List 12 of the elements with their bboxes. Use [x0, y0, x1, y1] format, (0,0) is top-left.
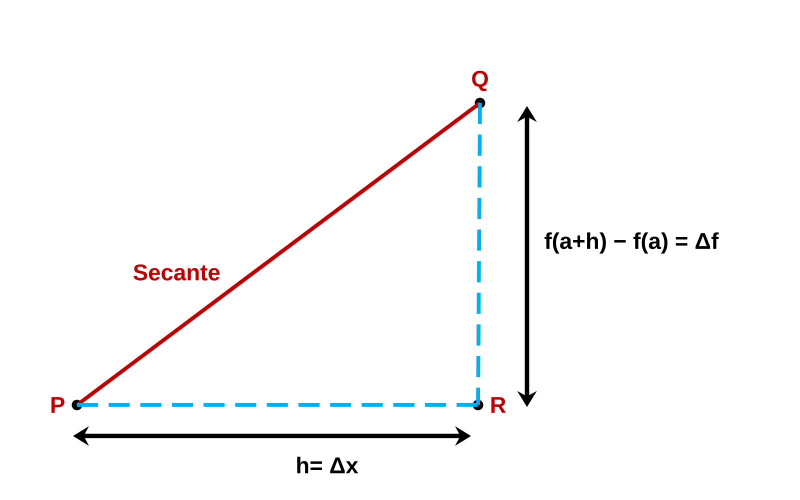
point: Q [472, 70, 488, 108]
node-label: P [51, 397, 64, 413]
point: R [472, 397, 506, 413]
edge-label: Secante [133, 264, 220, 280]
node-label: Q [472, 70, 488, 92]
line [76, 101, 482, 407]
line [77, 403, 478, 407]
point: P [51, 397, 82, 413]
dimension-label: f(a+h) − f(a) = Δf [544, 232, 719, 254]
line [476, 102, 482, 405]
node-label: R [491, 397, 506, 413]
dimension-label: h= Δx [297, 456, 358, 474]
